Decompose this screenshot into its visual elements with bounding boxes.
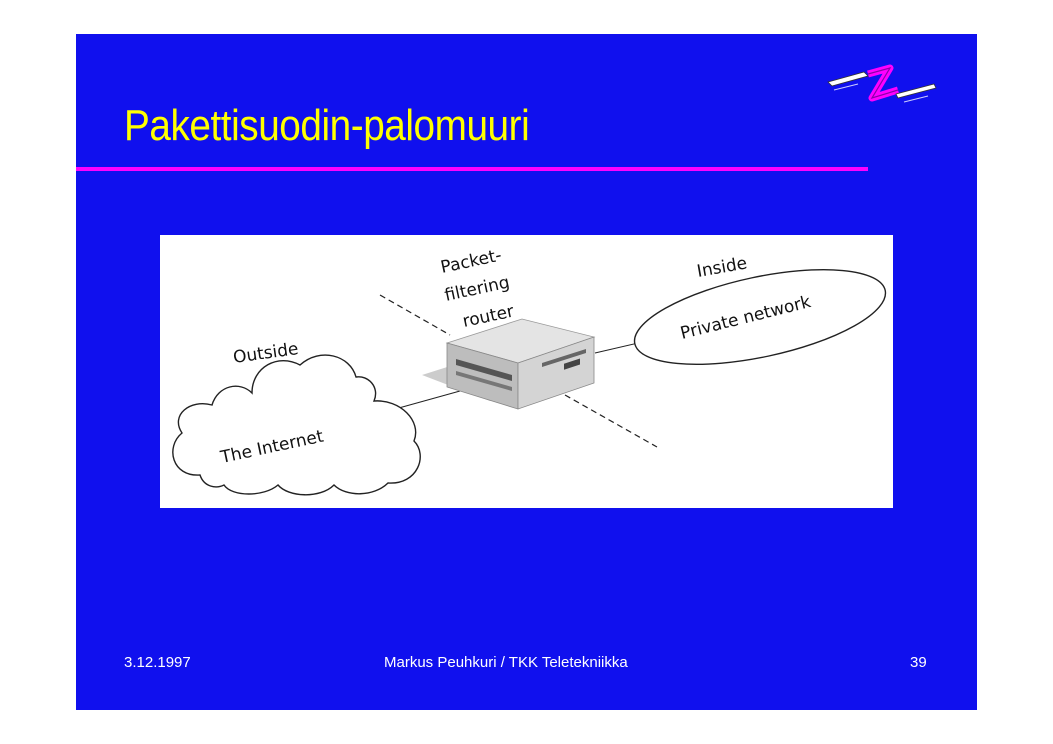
tkk-z-logo-icon	[827, 64, 937, 103]
boundary-line-upper	[379, 294, 451, 336]
slide-title: Pakettisuodin-palomuuri	[124, 101, 530, 150]
firewall-diagram: Outside The Internet Packet- filtering r…	[160, 235, 893, 508]
slide: Pakettisuodin-palomuuri	[76, 34, 977, 710]
router-label-line2: filtering	[443, 273, 512, 306]
internet-cloud	[172, 354, 421, 496]
private-network-ellipse	[633, 268, 887, 366]
footer-author: Markus Peuhkuri / TKK Teletekniikka	[384, 654, 628, 671]
boundary-line-lower	[564, 394, 658, 448]
title-underline	[76, 167, 868, 171]
inside-label: Inside	[695, 253, 748, 281]
footer-date: 3.12.1997	[124, 654, 191, 671]
footer-page-number: 39	[910, 654, 927, 671]
router-label-line1: Packet-	[439, 245, 504, 277]
link-router-private	[594, 342, 639, 354]
router-box	[445, 318, 596, 410]
